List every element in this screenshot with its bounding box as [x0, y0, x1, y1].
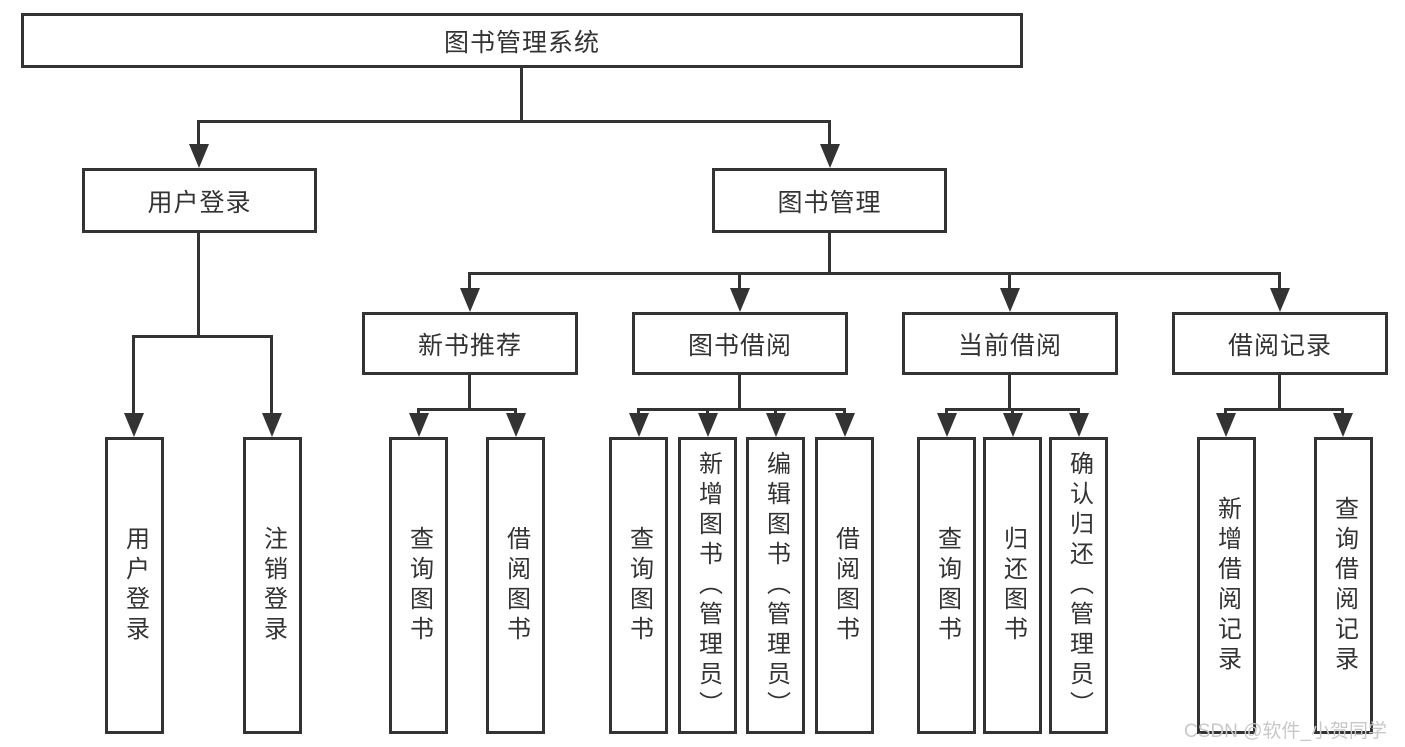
- leaf-query-borrow-record: 查询借阅记录: [1314, 437, 1373, 734]
- connector-level3-stem: [738, 272, 741, 290]
- node-user-login-label: 用户登录: [147, 188, 252, 217]
- arrow-down-recommend: [460, 288, 480, 312]
- arrow-down-leaf: [1333, 413, 1353, 437]
- node-borrow-records-label: 借阅记录: [1227, 331, 1332, 360]
- connector-leaf-stem: [417, 408, 420, 416]
- arrow-down-leaf-userlogin: [124, 413, 144, 437]
- leaf-borrow-books: 借阅图书: [815, 437, 874, 734]
- connector-records-down: [1278, 375, 1281, 411]
- leaf-query-books-recommend: 查询图书: [389, 437, 448, 734]
- node-current-borrow-label: 当前借阅: [957, 331, 1062, 360]
- node-book-management-label: 图书管理: [777, 188, 882, 217]
- arrow-down-leaf: [1069, 413, 1089, 437]
- arrow-down-leaf: [506, 413, 526, 437]
- node-borrow-records: 借阅记录: [1172, 312, 1388, 375]
- connector-leaf-stem: [706, 408, 709, 416]
- node-root: 图书管理系统: [21, 13, 1023, 68]
- leaf-query-books-current: 查询图书: [917, 437, 976, 734]
- connector-leaf-stem: [1011, 408, 1014, 416]
- connector-borrow-down: [738, 375, 741, 411]
- arrow-down-leaf: [835, 413, 855, 437]
- leaf-query-books-recommend-label: 查询图书: [405, 525, 433, 646]
- connector-leaf-stem: [270, 335, 273, 415]
- leaf-query-borrow-record-label: 查询借阅记录: [1330, 495, 1358, 676]
- connector-leaf-stem: [1341, 408, 1344, 416]
- arrow-down-userlogin: [189, 144, 209, 168]
- connector-root-stem: [520, 68, 523, 122]
- leaf-logout: 注销登录: [243, 437, 302, 734]
- leaf-edit-books-admin-label: 编辑图书（管理员）: [762, 450, 790, 721]
- leaf-user-login: 用户登录: [105, 437, 164, 734]
- connector-leaf-stem: [843, 408, 846, 416]
- arrow-down-leaf: [698, 413, 718, 437]
- leaf-edit-books-admin: 编辑图书（管理员）: [746, 437, 805, 734]
- arrow-down-leaf: [629, 413, 649, 437]
- connector-bookmgmt-stem: [828, 120, 831, 148]
- connector-leaf-stem: [1077, 408, 1080, 416]
- leaf-confirm-return-admin-label: 确认归还（管理员）: [1065, 450, 1093, 721]
- leaf-add-borrow-record: 新增借阅记录: [1197, 437, 1256, 734]
- arrow-down-leaf: [1003, 413, 1023, 437]
- arrow-down-leaf: [937, 413, 957, 437]
- connector-userlogin-down: [197, 233, 200, 338]
- node-book-management: 图书管理: [712, 168, 947, 233]
- leaf-borrow-books-label: 借阅图书: [831, 525, 859, 646]
- connector-leaf-stem: [132, 335, 135, 415]
- connector-leaf-stem: [1224, 408, 1227, 416]
- node-user-login: 用户登录: [82, 168, 317, 233]
- leaf-return-books-label: 归还图书: [999, 525, 1027, 646]
- node-new-book-recommend: 新书推荐: [362, 312, 578, 375]
- arrow-down-leaf: [1216, 413, 1236, 437]
- leaf-add-books-admin: 新增图书（管理员）: [678, 437, 737, 734]
- connector-leaf-stem: [774, 408, 777, 416]
- leaf-confirm-return-admin: 确认归还（管理员）: [1049, 437, 1108, 734]
- node-current-borrow: 当前借阅: [902, 312, 1118, 375]
- connector-bookmgmt-down: [828, 233, 831, 275]
- connector-level3-stem: [468, 272, 471, 290]
- connector-records-bar: [1224, 408, 1344, 411]
- arrow-down-borrow: [730, 288, 750, 312]
- arrow-down-leaf: [409, 413, 429, 437]
- leaf-logout-label: 注销登录: [259, 525, 287, 646]
- node-root-label: 图书管理系统: [443, 28, 600, 57]
- connector-leaf-stem: [514, 408, 517, 416]
- arrow-down-leaf-logout: [262, 413, 282, 437]
- node-book-borrow-label: 图书借阅: [687, 331, 792, 360]
- node-new-book-recommend-label: 新书推荐: [417, 331, 522, 360]
- connector-level3-stem: [1278, 272, 1281, 290]
- arrow-down-current: [1000, 288, 1020, 312]
- leaf-query-books-borrow: 查询图书: [609, 437, 668, 734]
- connector-leaf-stem: [637, 408, 640, 416]
- arrow-down-leaf: [766, 413, 786, 437]
- connector-recommend-bar: [417, 408, 517, 411]
- arrow-down-bookmgmt: [820, 144, 840, 168]
- connector-userlogin-bar: [132, 335, 273, 338]
- connector-userlogin-stem: [197, 120, 200, 148]
- connector-level3-stem: [1008, 272, 1011, 290]
- leaf-user-login-label: 用户登录: [121, 525, 149, 646]
- node-book-borrow: 图书借阅: [632, 312, 848, 375]
- connector-borrow-bar: [637, 408, 846, 411]
- leaf-add-borrow-record-label: 新增借阅记录: [1213, 495, 1241, 676]
- connector-leaf-stem: [945, 408, 948, 416]
- arrow-down-records: [1270, 288, 1290, 312]
- leaf-borrow-books-recommend: 借阅图书: [486, 437, 545, 734]
- watermark: CSDN @软件_小贺同学: [1184, 721, 1387, 742]
- leaf-return-books: 归还图书: [983, 437, 1042, 734]
- connector-level3-bar: [468, 272, 1281, 275]
- leaf-borrow-books-recommend-label: 借阅图书: [502, 525, 530, 646]
- leaf-query-books-current-label: 查询图书: [933, 525, 961, 646]
- leaf-query-books-borrow-label: 查询图书: [625, 525, 653, 646]
- leaf-add-books-admin-label: 新增图书（管理员）: [694, 450, 722, 721]
- connector-root-bar: [197, 120, 831, 123]
- connector-current-down: [1008, 375, 1011, 411]
- connector-recommend-down: [468, 375, 471, 411]
